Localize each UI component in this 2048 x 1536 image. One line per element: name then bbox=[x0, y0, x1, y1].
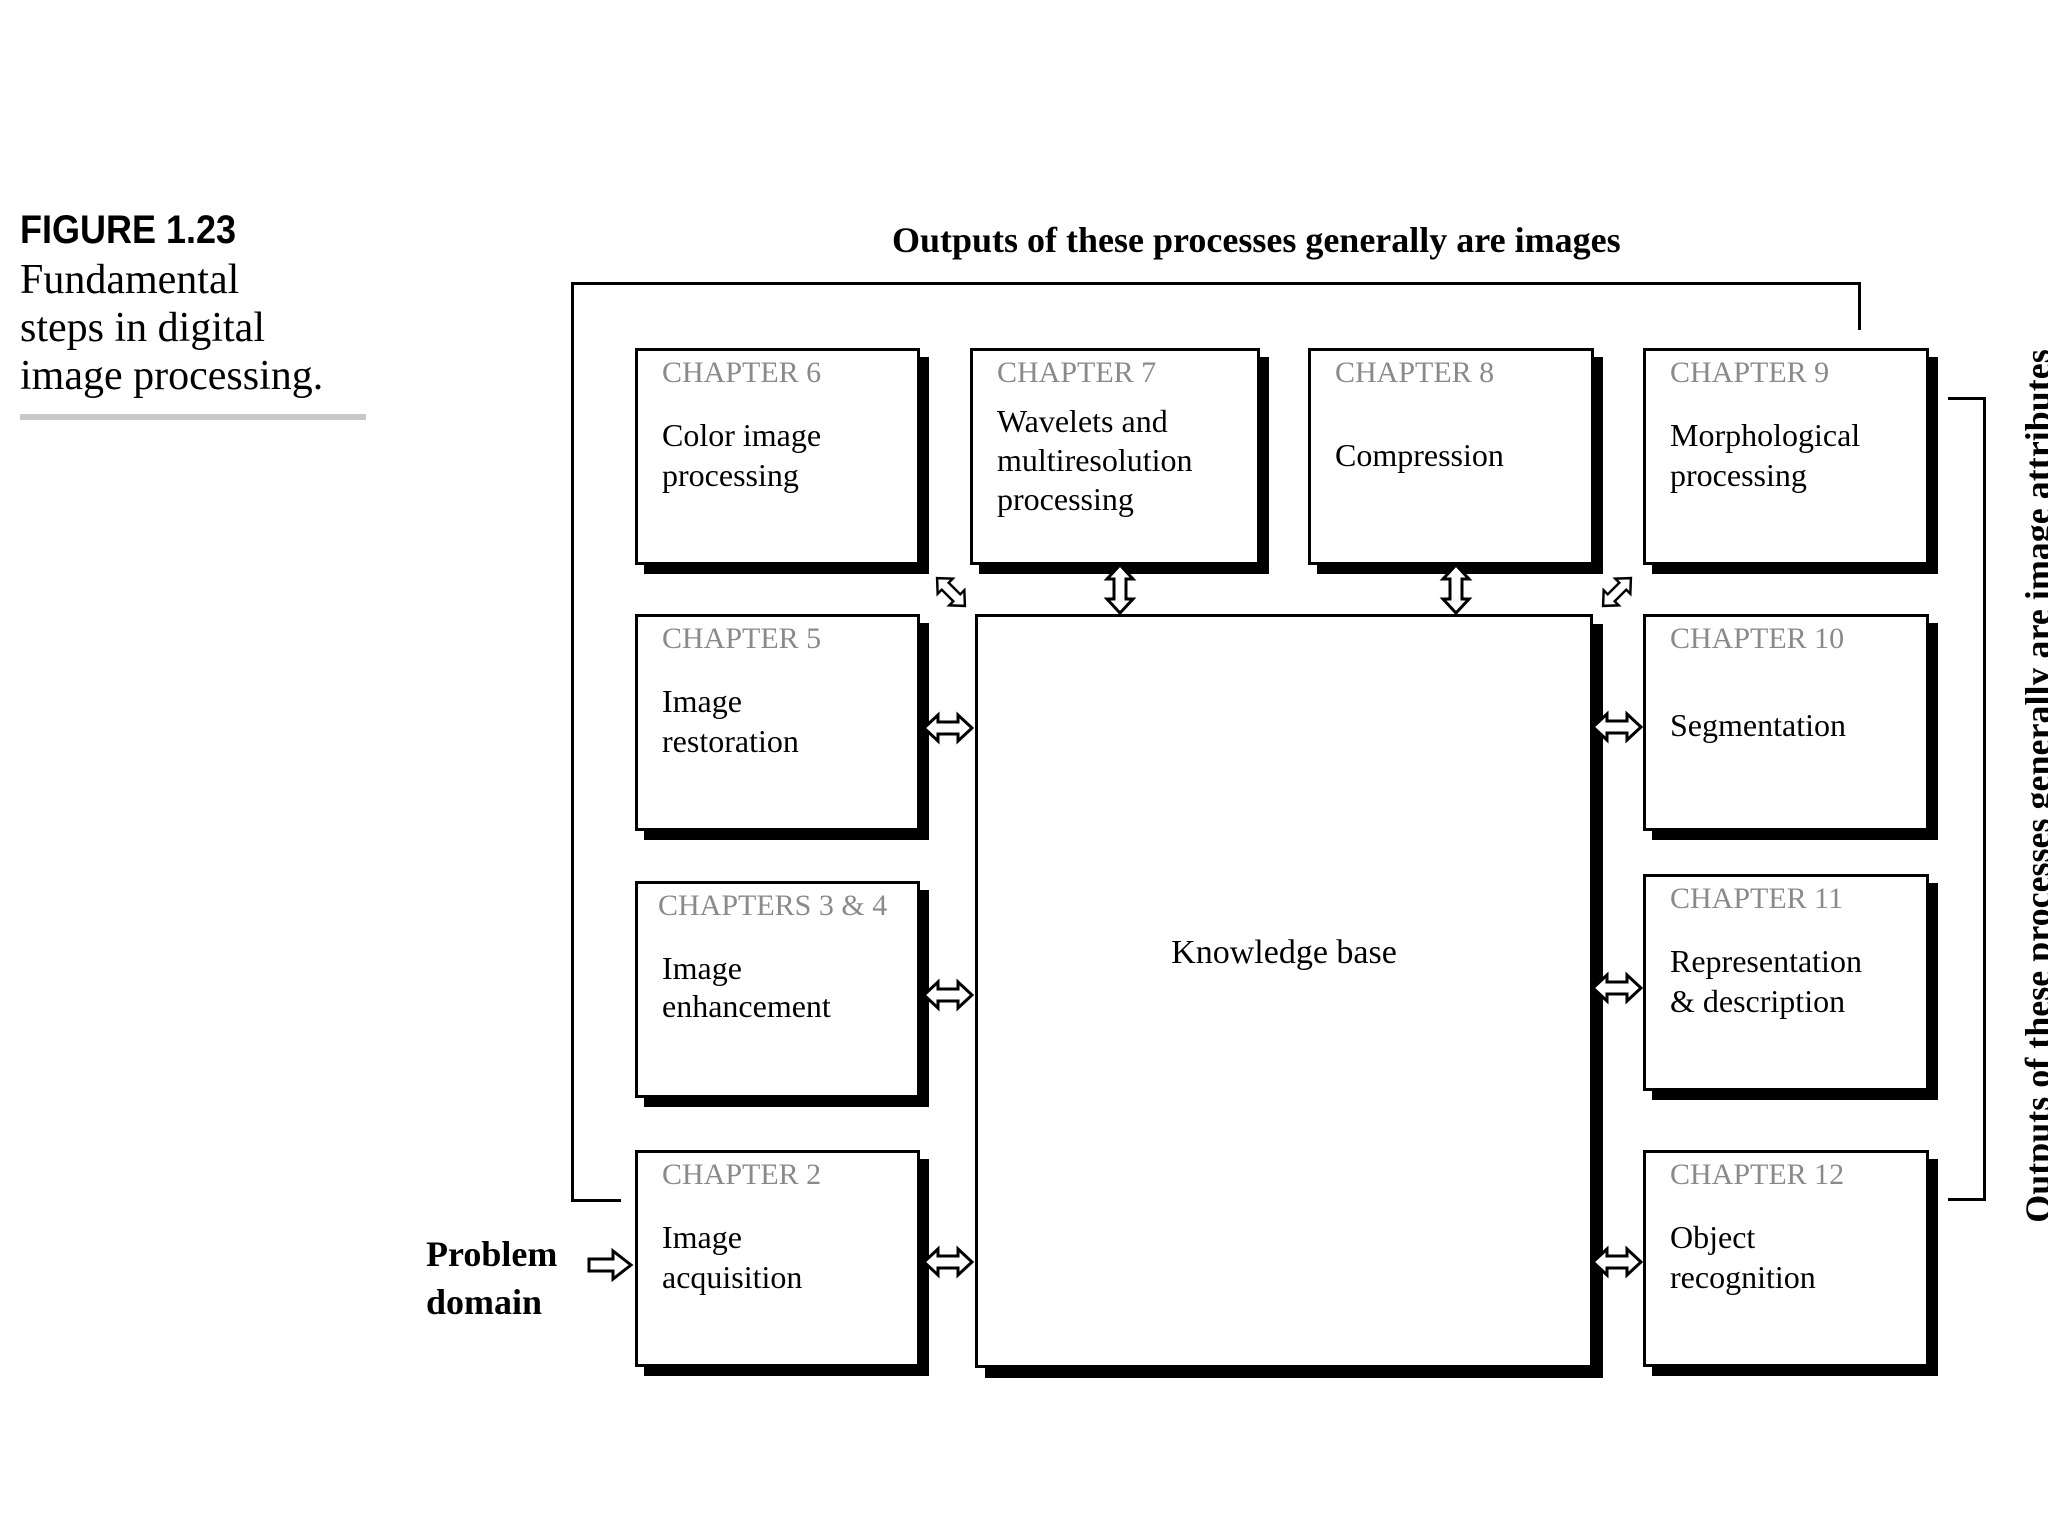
knowledge-base-box: Knowledge base bbox=[975, 614, 1593, 1368]
box-text-line: multiresolution bbox=[997, 442, 1193, 478]
figure-caption-line-1: Fundamental bbox=[20, 257, 240, 303]
box-morphological-processing: CHAPTER 9 Morphological processing bbox=[1643, 348, 1929, 565]
box-text-line: Segmentation bbox=[1670, 707, 1846, 743]
double-arrow-morphological-icon bbox=[1594, 569, 1640, 615]
right-bracket-bottom bbox=[1948, 1198, 1986, 1201]
double-arrow-color-icon bbox=[928, 569, 974, 615]
right-bracket-top bbox=[1948, 397, 1986, 400]
box-text-line: processing bbox=[997, 481, 1134, 517]
box-text-line: Compression bbox=[1335, 437, 1504, 473]
problem-domain-arrow-icon bbox=[587, 1249, 633, 1281]
caption-divider bbox=[20, 414, 366, 420]
chapter-label: CHAPTER 6 bbox=[662, 356, 822, 389]
box-segmentation: CHAPTER 10 Segmentation bbox=[1643, 614, 1929, 831]
figure-caption-line-3: image processing. bbox=[20, 353, 324, 399]
box-color-image-processing: CHAPTER 6 Color image processing bbox=[635, 348, 920, 565]
double-arrow-segmentation-icon bbox=[1591, 712, 1643, 742]
chapter-label: CHAPTER 12 bbox=[1670, 1158, 1845, 1191]
double-arrow-representation-icon bbox=[1591, 973, 1643, 1003]
box-text-line: recognition bbox=[1670, 1259, 1816, 1295]
box-object-recognition: CHAPTER 12 Object recognition bbox=[1643, 1150, 1929, 1367]
box-text-line: & description bbox=[1670, 983, 1846, 1019]
box-text-line: processing bbox=[1670, 457, 1807, 493]
box-text-line: Representation bbox=[1670, 943, 1862, 979]
box-text-line: acquisition bbox=[662, 1259, 803, 1295]
left-bracket-line bbox=[571, 282, 574, 1202]
bracket-to-acquisition bbox=[571, 1199, 621, 1202]
box-image-enhancement: CHAPTERS 3 & 4 Image enhancement bbox=[635, 881, 920, 1098]
right-bracket-line bbox=[1983, 397, 1986, 1201]
figure-number: FIGURE 1.23 bbox=[20, 208, 237, 252]
double-arrow-recognition-icon bbox=[1591, 1247, 1643, 1277]
double-arrow-acquisition-icon bbox=[922, 1247, 974, 1277]
box-text-line: Image bbox=[662, 1219, 742, 1255]
double-arrow-enhancement-icon bbox=[922, 980, 974, 1010]
box-text-line: Object bbox=[1670, 1219, 1756, 1255]
double-arrow-restoration-icon bbox=[922, 713, 974, 743]
box-text-line: restoration bbox=[662, 723, 799, 759]
chapter-label: CHAPTERS 3 & 4 bbox=[658, 889, 888, 922]
chapter-label: CHAPTER 7 bbox=[997, 356, 1157, 389]
box-wavelets-multiresolution: CHAPTER 7 Wavelets and multiresolution p… bbox=[970, 348, 1260, 565]
chapter-label: CHAPTER 11 bbox=[1670, 882, 1844, 915]
top-outputs-label: Outputs of these processes generally are… bbox=[892, 220, 1621, 260]
box-text-line: enhancement bbox=[662, 988, 831, 1024]
double-arrow-compression-icon bbox=[1441, 563, 1471, 615]
top-bracket-drop bbox=[1858, 282, 1861, 330]
box-text-line: Image bbox=[662, 950, 742, 986]
top-bracket-line bbox=[571, 282, 1861, 285]
box-image-restoration: CHAPTER 5 Image restoration bbox=[635, 614, 920, 831]
chapter-label: CHAPTER 2 bbox=[662, 1158, 822, 1191]
chapter-label: CHAPTER 9 bbox=[1670, 356, 1830, 389]
box-text-line: Wavelets and bbox=[997, 403, 1168, 439]
chapter-label: CHAPTER 10 bbox=[1670, 622, 1845, 655]
box-representation-description: CHAPTER 11 Representation & description bbox=[1643, 874, 1929, 1091]
double-arrow-wavelets-icon bbox=[1105, 563, 1135, 615]
box-text-line: Color image bbox=[662, 417, 822, 453]
knowledge-base-label: Knowledge base bbox=[1171, 934, 1397, 971]
box-image-acquisition: CHAPTER 2 Image acquisition bbox=[635, 1150, 920, 1367]
box-compression: CHAPTER 8 Compression bbox=[1308, 348, 1594, 565]
chapter-label: CHAPTER 5 bbox=[662, 622, 822, 655]
box-text-line: Image bbox=[662, 683, 742, 719]
box-text-line: Morphological bbox=[1670, 417, 1861, 453]
box-text-line: processing bbox=[662, 457, 799, 493]
figure-caption-line-2: steps in digital bbox=[20, 305, 265, 351]
problem-domain-line-1: Problem bbox=[426, 1234, 558, 1274]
chapter-label: CHAPTER 8 bbox=[1335, 356, 1495, 389]
problem-domain-line-2: domain bbox=[426, 1282, 543, 1322]
